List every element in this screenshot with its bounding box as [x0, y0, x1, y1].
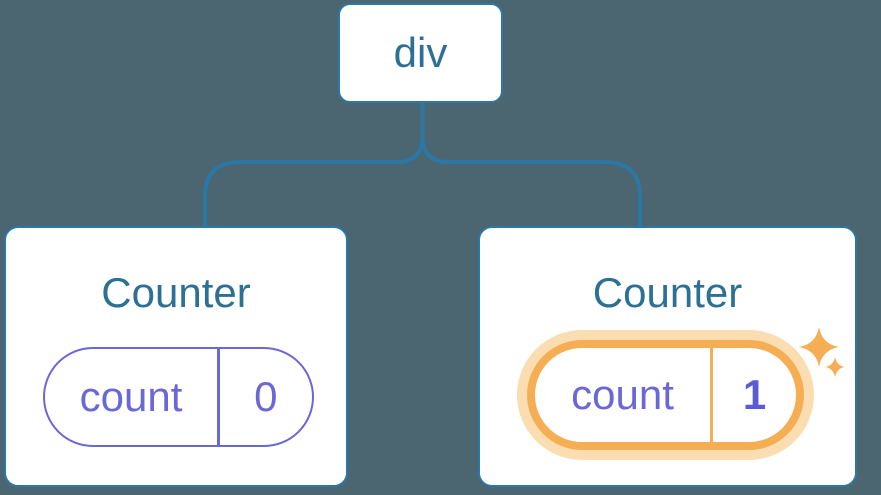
counter-title-right: Counter	[592, 269, 743, 316]
state-key-left: count	[79, 373, 183, 420]
state-key-right: count	[571, 371, 674, 418]
pill-divider-right	[710, 348, 713, 442]
pill-divider-left	[217, 349, 220, 445]
state-value-left: 0	[254, 373, 278, 420]
root-node-label: div	[393, 29, 448, 76]
sparkle-large	[799, 327, 839, 367]
counter-title-left: Counter	[101, 269, 251, 316]
sparkle-small	[825, 357, 845, 377]
connector-left-branch	[203, 103, 425, 227]
sparkles-icon	[799, 327, 845, 377]
root-node-div: div	[338, 3, 503, 103]
state-pill-left: count 0	[43, 347, 314, 447]
state-pill-right-highlighted: count 1	[527, 340, 804, 450]
counter-card-right: Counter count 1	[478, 226, 857, 487]
state-value-right: 1	[742, 371, 767, 418]
counter-card-left: Counter count 0	[4, 226, 348, 487]
connector-right-branch	[420, 103, 642, 227]
